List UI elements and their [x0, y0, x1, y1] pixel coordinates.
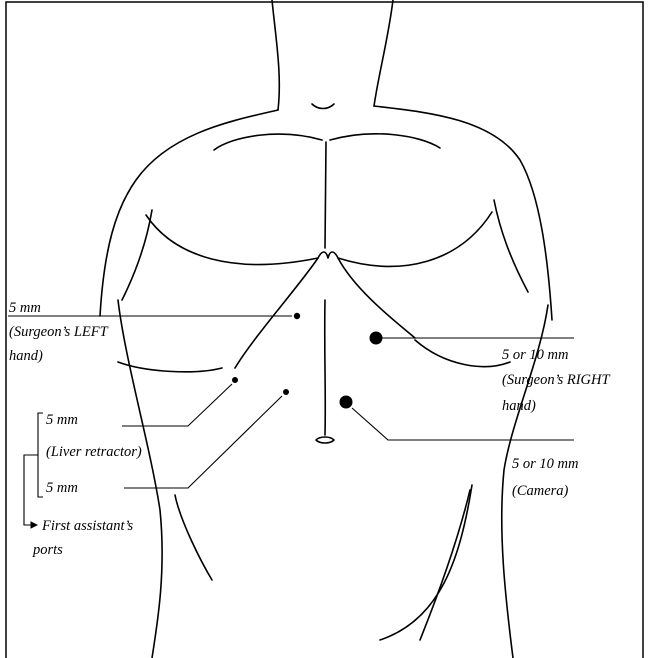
port-second-assistant	[283, 389, 289, 395]
label-liver-retractor-line-1: 5 mm	[46, 412, 78, 428]
right-pectoral	[338, 212, 492, 266]
left-rib-margin	[235, 258, 318, 368]
label-liver-retractor-line-2: (Liver retractor)	[46, 444, 142, 460]
label-left-hand-line-2: (Surgeon’s LEFT	[9, 324, 109, 340]
neck-left	[272, 0, 279, 110]
label-left-hand-line-3: hand)	[9, 348, 43, 364]
left-armpit	[122, 210, 152, 300]
neck-right	[374, 0, 393, 106]
label-camera: 5 or 10 mm (Camera)	[512, 456, 582, 499]
label-second-assistant-line-1: 5 mm	[46, 480, 78, 496]
right-groin	[420, 490, 470, 640]
right-waist-crease	[415, 340, 510, 367]
label-right-hand: 5 or 10 mm (Surgeon’s RIGHT hand)	[502, 347, 613, 414]
left-waist-crease	[118, 362, 222, 372]
left-groin	[175, 495, 212, 580]
left-clavicle	[214, 134, 322, 150]
leader-camera	[352, 408, 574, 440]
label-right-hand-line-1: 5 or 10 mm	[502, 347, 568, 363]
port-left-hand	[294, 313, 300, 319]
label-first-assistant-line-1: First assistant’s	[41, 518, 134, 534]
right-hip-curve	[380, 485, 472, 640]
right-armpit	[494, 200, 528, 292]
label-liver-retractor: 5 mm (Liver retractor)	[46, 412, 142, 460]
xiphoid	[318, 252, 338, 258]
left-pectoral	[146, 215, 318, 265]
label-camera-line-1: 5 or 10 mm	[512, 456, 578, 472]
linea-alba	[325, 300, 326, 435]
label-right-hand-line-3: hand)	[502, 398, 536, 414]
shoulder-left	[100, 110, 278, 316]
port-right-hand	[370, 332, 383, 345]
neck-center-shadow	[312, 104, 334, 109]
leader-second-assistant	[124, 396, 282, 488]
navel	[316, 437, 334, 443]
bracket-first-assistant	[38, 413, 43, 497]
right-clavicle	[330, 134, 440, 148]
label-left-hand-line-1: 5 mm	[9, 300, 41, 316]
left-flank	[118, 300, 162, 658]
right-rib-margin	[338, 258, 415, 338]
port-liver-retractor	[232, 377, 238, 383]
port-camera	[340, 396, 353, 409]
torso-outline	[100, 0, 552, 658]
label-left-hand: 5 mm (Surgeon’s LEFT hand)	[9, 300, 111, 364]
midline	[325, 142, 326, 248]
label-first-assistant-line-2: ports	[32, 542, 63, 558]
label-right-hand-line-2: (Surgeon’s RIGHT	[502, 372, 610, 388]
label-camera-line-2: (Camera)	[512, 483, 569, 499]
label-first-assistant: First assistant’s ports	[32, 518, 137, 558]
label-second-assistant: 5 mm	[46, 480, 78, 496]
arrow-first-assistant	[24, 455, 38, 525]
